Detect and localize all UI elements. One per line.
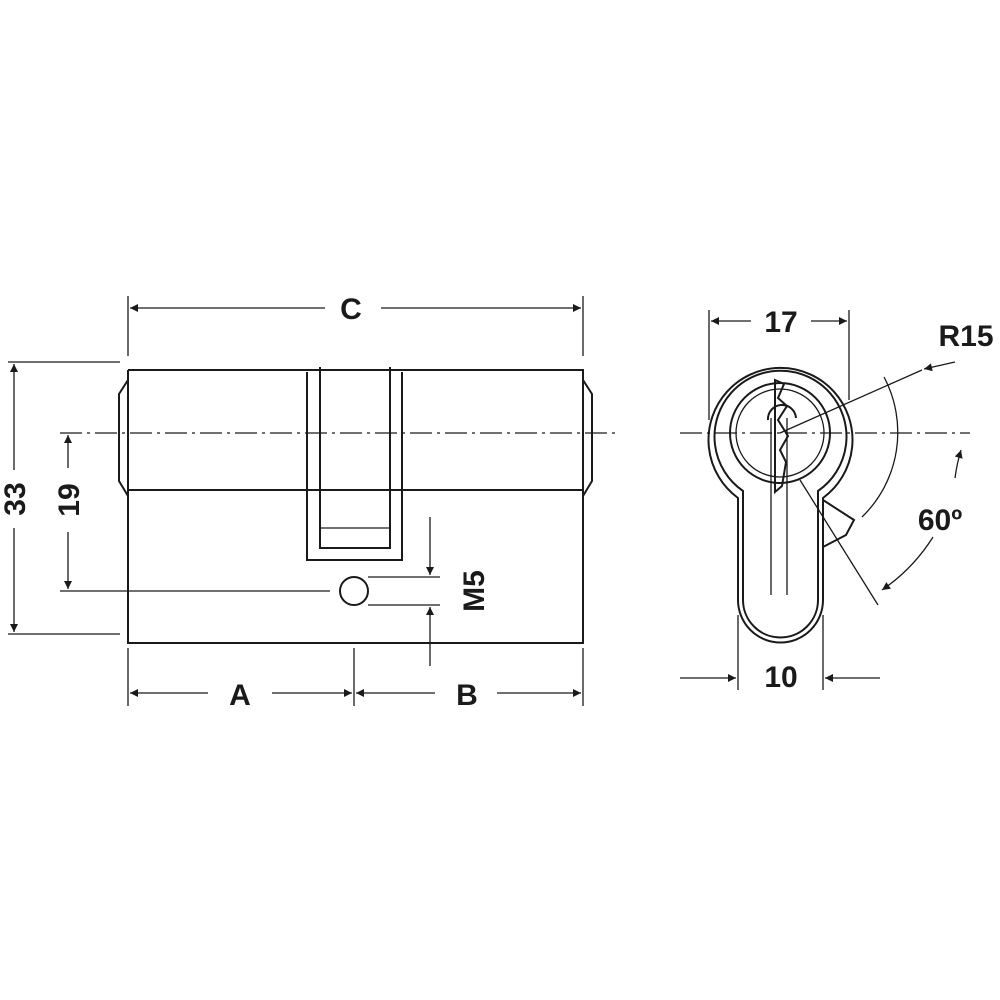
dim-label-17: 17 xyxy=(764,306,797,339)
dimension-10: 10 xyxy=(680,615,880,694)
dimension-c: C xyxy=(127,293,584,356)
dim-label-m5: M5 xyxy=(458,570,491,612)
dimension-33: 33 xyxy=(0,361,120,635)
dimension-60-degree: 60º xyxy=(799,376,963,606)
cam xyxy=(822,498,856,549)
dim-label-c: C xyxy=(340,293,362,326)
side-view: C A B 33 19 xyxy=(0,293,615,712)
cylinder-body xyxy=(118,369,593,644)
dimension-19: 19 xyxy=(53,435,330,592)
front-view: 17 10 R15 60º xyxy=(680,306,994,694)
dimension-a-b: A B xyxy=(127,648,584,712)
dim-label-a: A xyxy=(229,679,251,712)
dim-label-33: 33 xyxy=(0,482,32,515)
dim-label-60-degree: 60º xyxy=(918,504,962,537)
dim-label-10: 10 xyxy=(764,661,797,694)
plug xyxy=(729,378,831,595)
screw-hole xyxy=(339,576,369,606)
cylinder-profile xyxy=(707,366,854,644)
keyway-icon xyxy=(774,378,790,495)
dimension-m5: M5 xyxy=(368,517,491,666)
dim-label-r15: R15 xyxy=(938,320,993,353)
dim-label-19: 19 xyxy=(53,483,86,516)
dim-label-b: B xyxy=(456,679,478,712)
dimension-r15: R15 xyxy=(779,320,994,434)
cam-slot xyxy=(306,367,403,561)
dimension-17: 17 xyxy=(708,306,850,420)
